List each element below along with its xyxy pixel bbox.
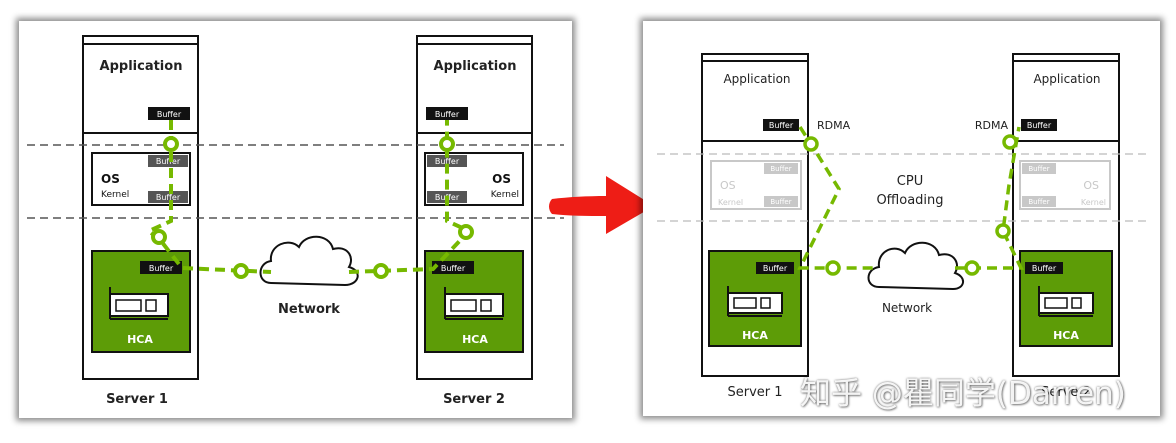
app-buffer xyxy=(763,119,799,131)
network-label: Network xyxy=(882,301,932,315)
server2-rack: Application Buffer RDMA Buffer Buffer OS… xyxy=(975,53,1120,400)
hca-label: HCA xyxy=(742,329,768,342)
watermark: 知乎 @瞿同学(Darren) xyxy=(800,376,1126,412)
hca-buffer xyxy=(140,261,182,274)
application-label: Application xyxy=(1033,72,1100,86)
os-buffer-bottom xyxy=(148,191,188,203)
hca-buffer-label: Buffer xyxy=(441,264,466,273)
hca-label: HCA xyxy=(1053,329,1079,342)
rdma-data-path xyxy=(797,126,1024,270)
server2-rack: Application Buffer Buffer Buffer OS Kern… xyxy=(416,35,533,407)
os-buffer-top xyxy=(764,163,798,174)
hca-buffer-label: Buffer xyxy=(763,264,788,273)
kernel-label: Kernel xyxy=(718,198,743,207)
hca-buffer-label: Buffer xyxy=(1032,264,1057,273)
os-buffer-top-label: Buffer xyxy=(1028,165,1049,173)
server-label: Server 2 xyxy=(443,392,505,407)
server-label: Server 1 xyxy=(106,392,168,407)
os-buffer-top-label: Buffer xyxy=(435,157,460,166)
server-label: Server 1 xyxy=(727,385,782,400)
os-buffer-bottom xyxy=(764,196,798,207)
nic-card-icon xyxy=(109,287,169,320)
rdma-label: RDMA xyxy=(817,119,851,132)
app-buffer xyxy=(1021,119,1057,131)
network-cloud-icon xyxy=(867,241,964,291)
app-buffer-label: Buffer xyxy=(769,121,794,130)
os-buffer-top xyxy=(427,155,467,167)
os-buffer-top-label: Buffer xyxy=(770,165,791,173)
path-node-icons xyxy=(151,136,474,279)
os-buffer-top xyxy=(148,155,188,167)
path-node-icons xyxy=(803,134,1018,276)
server1-rack: Application Buffer RDMA Buffer Buffer OS… xyxy=(701,53,851,400)
os-buffer-bottom xyxy=(1022,196,1056,207)
traditional-network-diagram: Application Buffer Buffer Buffer OS Kern… xyxy=(19,21,572,418)
os-label: OS xyxy=(1083,179,1099,192)
traditional-diagram-svg: Application Buffer Buffer Buffer OS Kern… xyxy=(27,35,564,407)
hca-buffer xyxy=(756,262,794,274)
app-buffer xyxy=(426,107,468,120)
hca-buffer xyxy=(1025,262,1063,274)
application-label: Application xyxy=(434,59,517,74)
hca-label: HCA xyxy=(127,333,153,346)
cpu-label: CPU xyxy=(897,174,923,189)
hca-buffer xyxy=(432,261,474,274)
kernel-label: Kernel xyxy=(101,190,129,200)
os-label: OS xyxy=(101,172,120,186)
nic-card-icon xyxy=(727,286,783,317)
hca-label: HCA xyxy=(462,333,488,346)
server-label: Serve 2 xyxy=(1041,385,1091,400)
hca-buffer-label: Buffer xyxy=(149,264,174,273)
os-label: OS xyxy=(720,179,736,192)
app-buffer-label: Buffer xyxy=(435,110,460,119)
rdma-network-diagram: Application Buffer RDMA Buffer Buffer OS… xyxy=(643,21,1160,416)
os-buffer-top xyxy=(1022,163,1056,174)
rdma-diagram-svg: Application Buffer RDMA Buffer Buffer OS… xyxy=(657,53,1148,400)
application-label: Application xyxy=(100,59,183,74)
network-label: Network xyxy=(278,302,340,317)
app-buffer-label: Buffer xyxy=(157,110,182,119)
transition-arrow-icon xyxy=(549,176,654,234)
application-label: Application xyxy=(723,72,790,86)
server1-rack: Application Buffer Buffer Buffer OS Kern… xyxy=(82,35,199,407)
kernel-label: Kernel xyxy=(1081,198,1106,207)
os-buffer-top-label: Buffer xyxy=(156,157,181,166)
os-buffer-bottom-label: Buffer xyxy=(1028,198,1049,206)
nic-card-icon xyxy=(1038,286,1094,317)
os-buffer-bottom-label: Buffer xyxy=(770,198,791,206)
os-label: OS xyxy=(492,172,511,186)
rdma-label: RDMA xyxy=(975,119,1009,132)
network-cloud-icon xyxy=(259,235,359,287)
nic-card-icon xyxy=(444,287,504,320)
app-buffer xyxy=(148,107,190,120)
offloading-label: Offloading xyxy=(876,193,943,208)
kernel-label: Kernel xyxy=(491,190,519,200)
app-buffer-label: Buffer xyxy=(1027,121,1052,130)
os-buffer-bottom-label: Buffer xyxy=(156,193,181,202)
